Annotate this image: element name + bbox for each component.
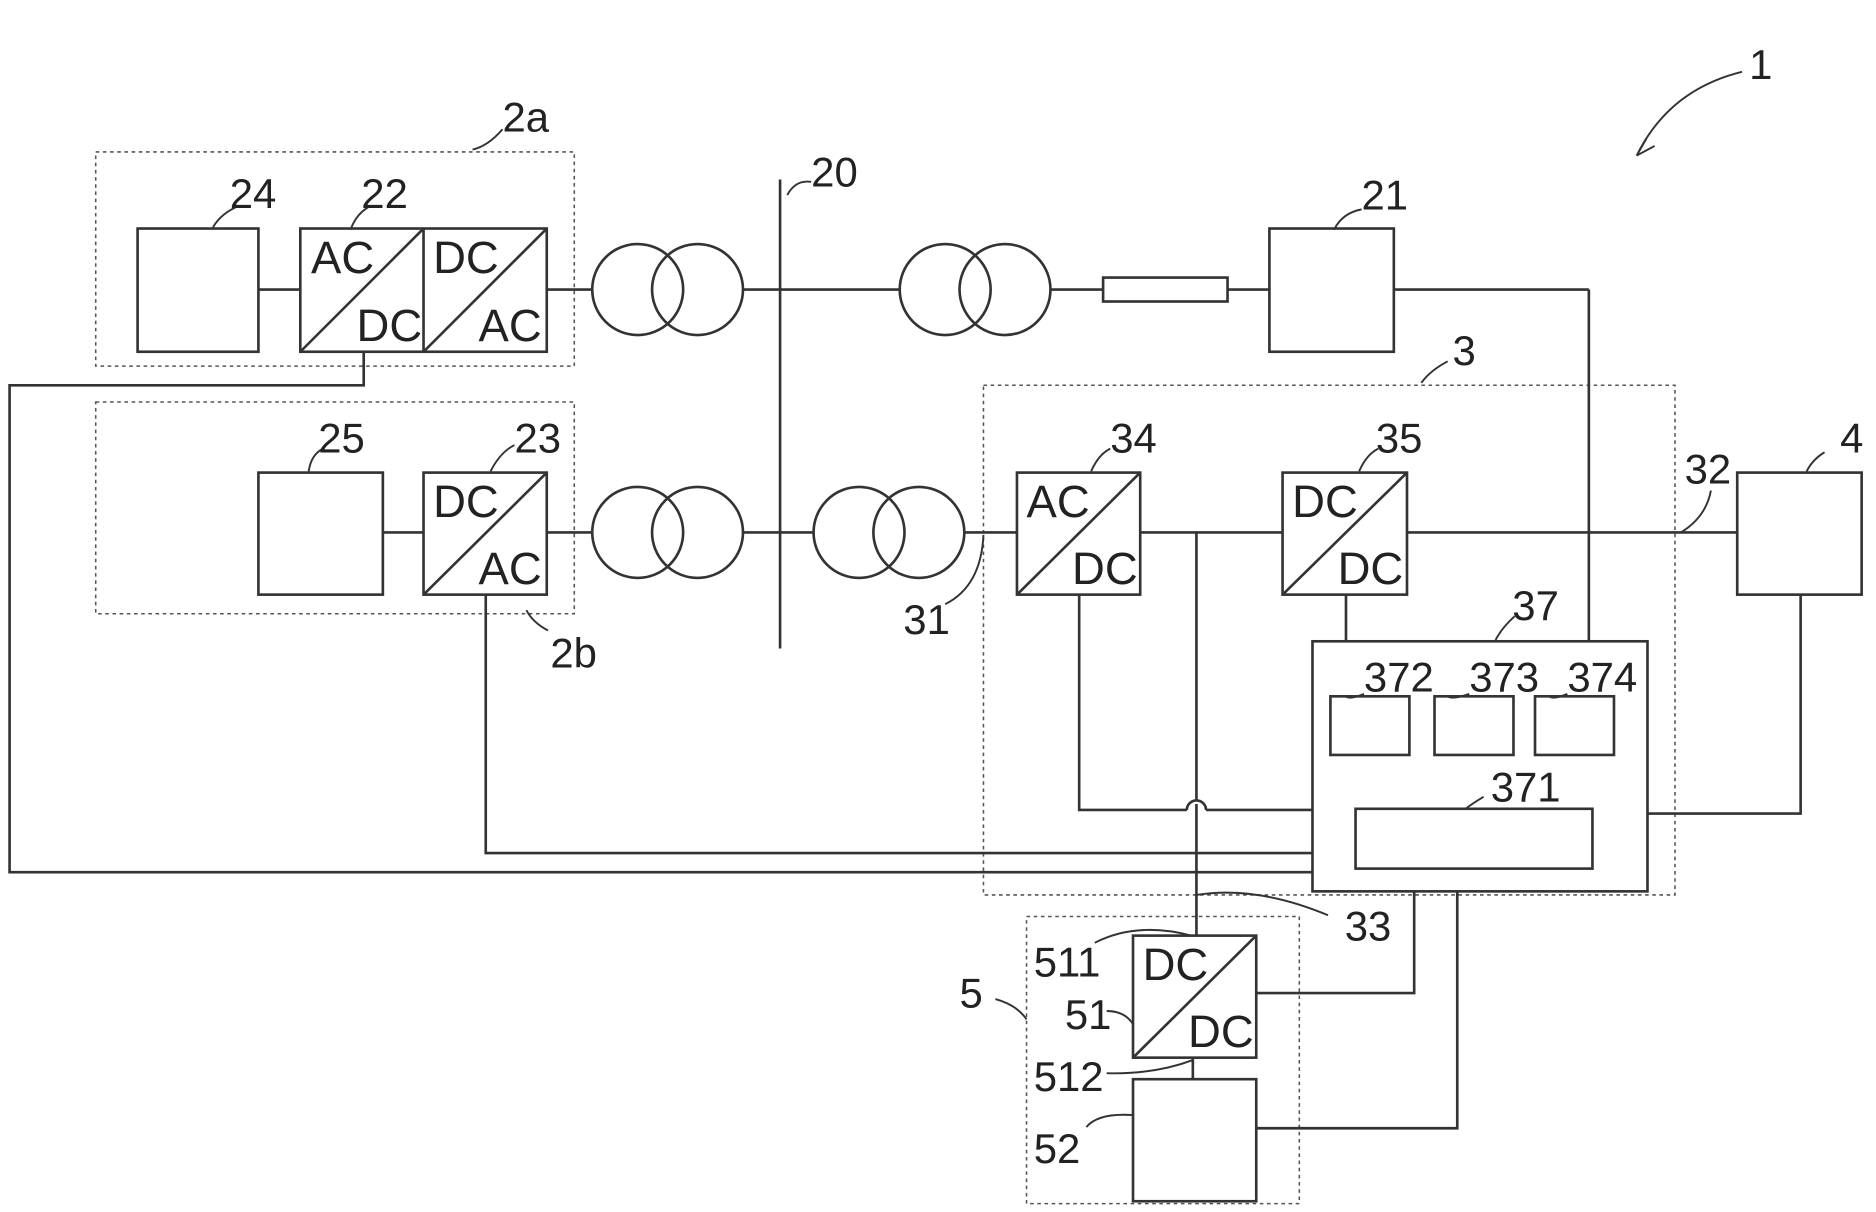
label-20: 20 bbox=[811, 149, 858, 196]
converter-22b-dc: DC bbox=[433, 232, 499, 283]
battery-52-box bbox=[1133, 1079, 1256, 1201]
label-31: 31 bbox=[903, 596, 950, 643]
controller-373-box bbox=[1435, 696, 1514, 755]
converter-51: DC DC bbox=[1133, 936, 1256, 1058]
label-511: 511 bbox=[1034, 938, 1101, 985]
converter-35-dc-in: DC bbox=[1292, 476, 1358, 527]
controller-374-box bbox=[1535, 696, 1614, 755]
label-24: 24 bbox=[230, 170, 277, 217]
label-2b: 2b bbox=[550, 630, 597, 677]
source-25-box bbox=[258, 473, 382, 595]
source-24-box bbox=[138, 229, 259, 352]
controller-372-box bbox=[1330, 696, 1409, 755]
transformer-3-icon bbox=[814, 487, 965, 578]
load-4-box bbox=[1737, 473, 1861, 595]
label-22: 22 bbox=[361, 170, 408, 217]
label-3: 3 bbox=[1452, 327, 1475, 374]
label-33: 33 bbox=[1345, 902, 1392, 949]
converter-34: AC DC bbox=[1017, 473, 1140, 595]
converter-23: DC AC bbox=[424, 473, 547, 595]
label-37: 37 bbox=[1512, 582, 1559, 629]
converter-23-ac: AC bbox=[479, 543, 542, 594]
label-34: 34 bbox=[1110, 414, 1157, 461]
label-32: 32 bbox=[1685, 445, 1732, 492]
label-374: 374 bbox=[1567, 654, 1637, 701]
label-51: 51 bbox=[1065, 991, 1112, 1038]
label-1: 1 bbox=[1749, 41, 1772, 88]
converter-22-ac: AC bbox=[311, 232, 374, 283]
transformer-grid-meter-icon bbox=[900, 244, 1051, 335]
converter-35-dc-out: DC bbox=[1338, 543, 1404, 594]
converter-35: DC DC bbox=[1283, 473, 1407, 595]
label-371: 371 bbox=[1491, 764, 1561, 811]
converter-22b-ac: AC bbox=[479, 300, 542, 351]
label-52: 52 bbox=[1034, 1125, 1081, 1172]
transformer-2b-icon bbox=[592, 487, 743, 578]
label-35: 35 bbox=[1376, 414, 1423, 461]
converter-22-dc: DC bbox=[357, 300, 423, 351]
transformer-2a-icon bbox=[592, 244, 743, 335]
label-25: 25 bbox=[318, 414, 365, 461]
label-5: 5 bbox=[960, 969, 983, 1016]
converter-34-dc: DC bbox=[1072, 543, 1138, 594]
converter-34-ac: AC bbox=[1027, 476, 1090, 527]
reference-labels: 1 2a 24 22 20 21 3 25 23 34 35 4 32 37 2… bbox=[230, 41, 1864, 1172]
label-2a: 2a bbox=[503, 94, 550, 141]
line-impedance-icon bbox=[1103, 278, 1227, 302]
controller-371-box bbox=[1356, 809, 1593, 869]
label-21: 21 bbox=[1362, 171, 1409, 218]
converter-22: AC DC DC AC bbox=[300, 229, 546, 352]
meter-21-box bbox=[1269, 229, 1393, 352]
label-4: 4 bbox=[1840, 414, 1863, 461]
label-372: 372 bbox=[1364, 654, 1434, 701]
converter-51-dc-in: DC bbox=[1143, 939, 1209, 990]
label-373: 373 bbox=[1469, 654, 1539, 701]
converter-23-dc: DC bbox=[433, 476, 499, 527]
label-512: 512 bbox=[1034, 1053, 1104, 1100]
converter-51-dc-out: DC bbox=[1188, 1006, 1254, 1057]
label-23: 23 bbox=[514, 414, 561, 461]
